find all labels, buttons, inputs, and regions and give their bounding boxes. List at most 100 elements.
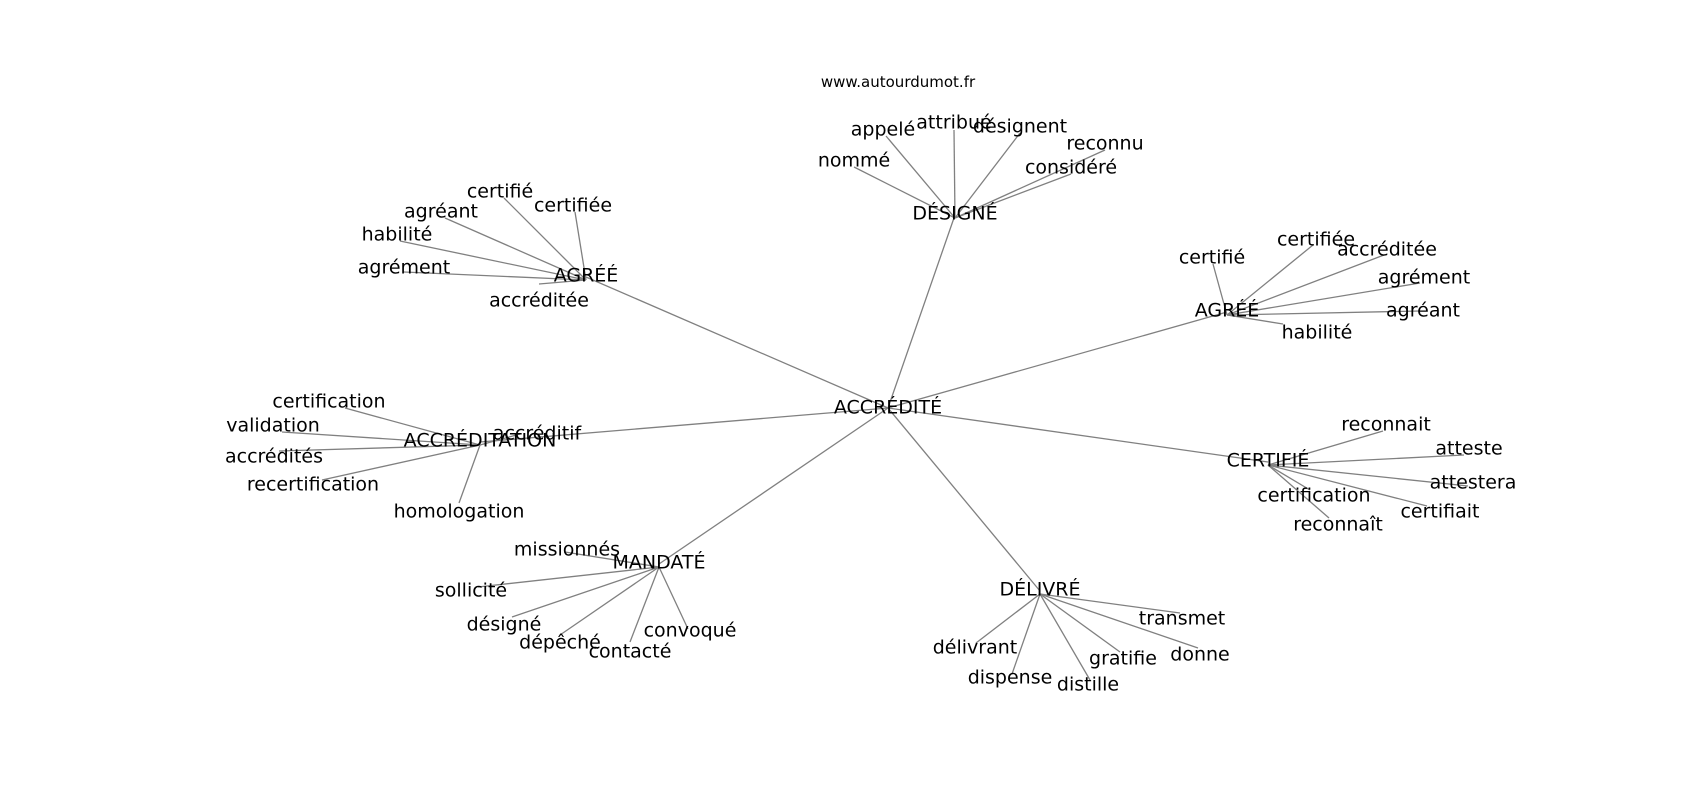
- leaf-word-label: attestera: [1430, 472, 1517, 494]
- hub-leaf-edge: [1039, 593, 1199, 649]
- hub-leaf-edge: [321, 444, 481, 481]
- leaf-word-label: certifiait: [1400, 501, 1479, 523]
- center-hub-edge: [887, 214, 956, 409]
- hub-leaf-edge: [975, 593, 1041, 644]
- leaf-word-label: certification: [272, 391, 385, 413]
- hub-leaf-edge: [278, 444, 481, 452]
- leaf-word-label: désigné: [467, 614, 542, 636]
- leaf-word-label: attribué: [916, 112, 991, 134]
- hub-leaf-edge: [953, 129, 956, 219]
- graph-edges: [278, 129, 1469, 681]
- hub-leaf-edge: [853, 166, 956, 219]
- leaf-word-label: atteste: [1435, 438, 1502, 460]
- hub-leaf-edge: [885, 135, 956, 219]
- leaf-word-label: recertification: [247, 474, 379, 496]
- hub-leaf-edge: [458, 444, 481, 504]
- hub-leaf-edge: [574, 211, 587, 281]
- hub-leaf-edge: [511, 566, 660, 618]
- hub-leaf-edge: [954, 149, 1106, 219]
- hub-leaf-edge: [1226, 310, 1421, 316]
- center-word-label: ACCRÉDITÉ: [834, 396, 942, 419]
- leaf-word-label: gratifie: [1089, 648, 1157, 670]
- hub-leaf-edge: [1226, 314, 1284, 325]
- leaf-word-label: certifié: [1179, 247, 1245, 269]
- hub-leaf-edge: [1011, 593, 1041, 675]
- leaf-word-label: convoqué: [644, 620, 737, 642]
- leaf-word-label: sollicité: [435, 580, 507, 602]
- leaf-word-label: reconnu: [1066, 133, 1143, 155]
- center-hub-edge: [585, 276, 889, 409]
- hub-leaf-edge: [658, 566, 689, 630]
- leaf-word-label: appelé: [851, 119, 915, 141]
- leaf-word-label: distille: [1057, 674, 1119, 696]
- hub-leaf-edge: [954, 173, 1072, 219]
- leaf-word-label: habilité: [1282, 322, 1353, 344]
- hub-leaf-edge: [559, 566, 660, 636]
- hub-leaf-edge: [564, 551, 660, 568]
- hub-leaf-edge: [1226, 282, 1421, 316]
- leaf-word-label: reconnait: [1341, 414, 1431, 436]
- leaf-word-label: accréditée: [489, 290, 589, 312]
- leaf-word-label: désignent: [973, 116, 1067, 138]
- leaf-word-label: certifié: [467, 181, 533, 203]
- leaf-word-label: considéré: [1025, 157, 1117, 179]
- leaf-word-label: dispense: [968, 667, 1053, 689]
- hub-leaf-edge: [1267, 464, 1311, 491]
- hub-leaf-edge: [1212, 263, 1228, 316]
- hub-leaf-edge: [1267, 464, 1469, 487]
- hub-leaf-edge: [1267, 464, 1428, 507]
- center-hub-edge: [479, 407, 889, 443]
- hub-leaf-edge: [1039, 593, 1181, 614]
- center-hub-edge: [887, 407, 1269, 463]
- hub-leaf-edge: [1226, 254, 1385, 316]
- leaf-word-label: accrédités: [225, 446, 323, 468]
- leaf-word-label: validation: [226, 415, 320, 437]
- hub-word-label: MANDATÉ: [612, 551, 705, 574]
- hub-leaf-edge: [503, 197, 587, 281]
- hub-leaf-edge: [281, 431, 481, 446]
- center-hub-edge: [658, 407, 889, 565]
- hub-leaf-edge: [403, 271, 587, 281]
- hub-word-label: ACCRÉDITATION: [404, 429, 557, 452]
- leaf-word-label: reconnaît: [1293, 514, 1383, 536]
- leaf-word-label: donne: [1170, 644, 1229, 666]
- hub-word-label: DÉLIVRÉ: [999, 578, 1080, 601]
- hub-word-label: CERTIFIÉ: [1227, 449, 1310, 472]
- leaf-word-label: accréditée: [1337, 239, 1437, 261]
- hub-word-label: AGRÉÉ: [1195, 299, 1260, 322]
- hub-leaf-edge: [1226, 244, 1314, 316]
- leaf-word-label: habilité: [362, 224, 433, 246]
- hub-word-label: DÉSIGNÉ: [912, 202, 997, 225]
- center-hub-edge: [887, 311, 1228, 409]
- leaf-word-label: nommé: [818, 150, 890, 172]
- hub-leaf-edge: [954, 132, 1021, 219]
- leaf-word-label: contacté: [589, 641, 672, 663]
- hub-leaf-edge: [538, 279, 587, 285]
- hub-leaf-edge: [477, 566, 660, 588]
- hub-leaf-edge: [1039, 593, 1121, 653]
- hub-leaf-edge: [1267, 454, 1465, 466]
- leaf-word-label: délivrant: [933, 637, 1018, 659]
- leaf-word-label: agrément: [1378, 267, 1470, 289]
- leaf-word-label: dépêché: [519, 632, 601, 654]
- hub-leaf-edge: [479, 433, 521, 446]
- leaf-word-label: missionnés: [514, 539, 620, 561]
- leaf-word-label: agréant: [404, 201, 478, 223]
- leaf-word-label: transmet: [1139, 608, 1226, 630]
- leaf-word-label: certification: [1257, 485, 1370, 507]
- hub-leaf-edge: [444, 217, 587, 281]
- hub-leaf-edge: [399, 240, 587, 281]
- hub-leaf-edge: [629, 566, 660, 643]
- leaf-word-label: agrément: [358, 257, 450, 279]
- leaf-word-label: agréant: [1386, 300, 1460, 322]
- hub-leaf-edge: [1267, 430, 1384, 466]
- site-url-label: www.autourdumot.fr: [821, 73, 976, 91]
- hub-word-label: AGRÉÉ: [554, 264, 619, 287]
- graph-labels: www.autourdumot.fr ACCRÉDITÉ DÉSIGNÉ appel…: [225, 73, 1516, 696]
- hub-leaf-edge: [1039, 593, 1091, 681]
- leaf-word-label: homologation: [394, 501, 525, 523]
- leaf-word-label: certifiée: [1277, 229, 1355, 251]
- leaf-word-label: certifiée: [534, 195, 612, 217]
- hub-leaf-edge: [344, 407, 481, 446]
